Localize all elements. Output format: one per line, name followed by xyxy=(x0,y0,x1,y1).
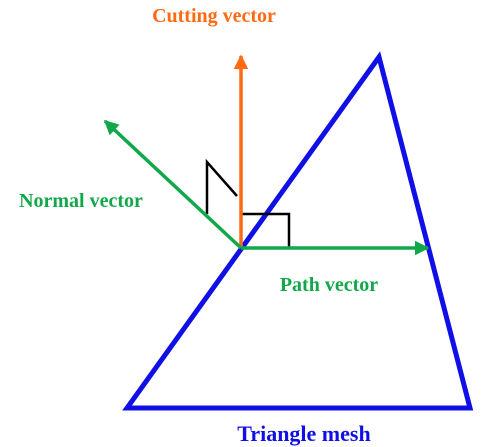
triangle-mesh xyxy=(122,51,474,411)
path-vector-label: Path vector xyxy=(280,274,378,296)
normal-vector-label: Normal vector xyxy=(19,190,143,212)
cutting-vector-label: Cutting vector xyxy=(152,5,276,27)
right-angle-mark xyxy=(241,212,291,248)
angle-mark-normal-cutting xyxy=(205,158,238,214)
triangle-mesh-label: Triangle mesh xyxy=(237,421,370,446)
normal-vector-arrow xyxy=(103,119,243,250)
